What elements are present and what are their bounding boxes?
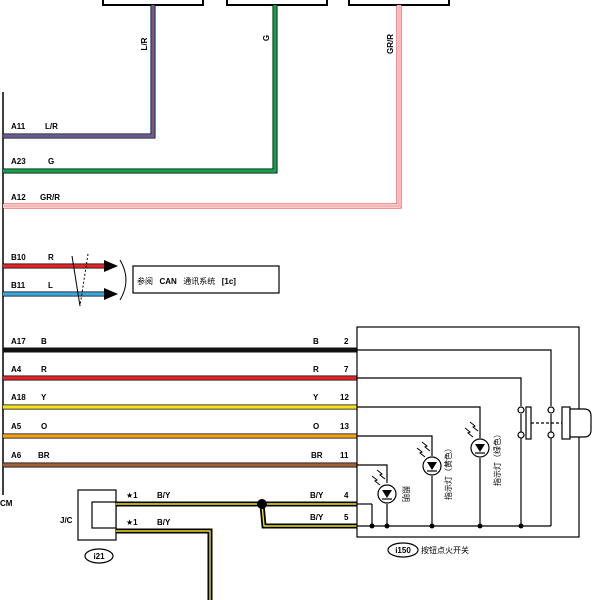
- jc-color-2: B/Y: [157, 518, 171, 527]
- wire-color-a4: R: [41, 365, 47, 374]
- ignition-switch-box: [356, 326, 580, 538]
- twisted-pair-dash: [79, 253, 89, 307]
- twisted-pair-mark: [71, 255, 81, 307]
- switch-connector-badge: [387, 542, 419, 558]
- pin-label-b10: B10: [11, 253, 26, 262]
- wire-color-a6: BR: [38, 451, 50, 460]
- top-wire-label-1: L/R: [140, 37, 149, 50]
- wire-g: [3, 5, 278, 174]
- sw-color-13: O: [313, 422, 319, 431]
- junction-label: J/C: [60, 516, 73, 525]
- sw-color-4: B/Y: [310, 491, 324, 500]
- wire-color-a12: GR/R: [40, 193, 60, 202]
- wire-color-a11: L/R: [45, 122, 58, 131]
- switch-connector-id: i150: [395, 546, 411, 555]
- lamp-label-green: 指示灯（绿色）: [492, 430, 502, 486]
- can-brace: [119, 259, 127, 301]
- sw-pin-13: 13: [340, 422, 349, 431]
- sw-pin-5: 5: [344, 513, 349, 522]
- sw-pin-7: 7: [344, 365, 349, 374]
- wire-b11-l: [3, 288, 118, 300]
- lamp-green-indicator-icon: [464, 421, 490, 458]
- wire-color-b11: L: [48, 281, 53, 290]
- pin-label-a23: A23: [11, 157, 26, 166]
- switch-contact-terminals: [517, 406, 555, 439]
- pin-label-a18: A18: [11, 393, 26, 402]
- wire-color-a17: B: [41, 337, 47, 346]
- sw-color-12: Y: [313, 393, 319, 402]
- wire-color-b10: R: [48, 253, 54, 262]
- sw-pin-12: 12: [340, 393, 349, 402]
- lamp-yellow-indicator-icon: [416, 441, 442, 476]
- sw-color-5: B/Y: [310, 513, 324, 522]
- wire-color-a18: Y: [41, 393, 47, 402]
- lamp-illumination-icon: [371, 469, 397, 504]
- jc-color-1: B/Y: [157, 491, 171, 500]
- pin-label-a5: A5: [11, 422, 22, 431]
- junction-connector-badge: [84, 548, 114, 564]
- wire-b10-r: [3, 260, 118, 272]
- switch-junction-dots: [369, 523, 524, 529]
- wire-b-y-lower: [116, 528, 213, 600]
- switch-name: 按钮点火开关: [421, 545, 469, 555]
- pin-label-a4: A4: [11, 365, 22, 374]
- can-reference-text: 参阅 CAN 通讯系统 [1c]: [137, 271, 236, 288]
- wire-color-a23: G: [48, 157, 54, 166]
- junction-connector-id: i21: [93, 552, 105, 561]
- jc-mark-2: ★1: [126, 518, 138, 527]
- can-reference-box: [132, 265, 280, 294]
- jc-mark-1: ★1: [126, 491, 138, 500]
- wire-gr-r: [3, 5, 402, 209]
- pin-label-a11: A11: [11, 122, 26, 131]
- lamp-label-yellow: 指示灯（黄色）: [443, 444, 453, 500]
- junction-connector: [77, 489, 117, 541]
- sw-pin-2: 2: [344, 337, 349, 346]
- pin-label-a6: A6: [11, 451, 22, 460]
- wire-b-y-to-pin5: [259, 503, 357, 529]
- top-wire-label-3: GR/R: [386, 34, 395, 54]
- push-button-icon: [525, 406, 592, 440]
- pin-label-a12: A12: [11, 193, 26, 202]
- sw-color-7: R: [313, 365, 319, 374]
- lamp-label-illumination: 照明: [401, 486, 410, 502]
- sw-color-11: BR: [311, 451, 323, 460]
- pin-label-a17: A17: [11, 337, 26, 346]
- ecm-label: CM: [0, 499, 13, 508]
- wire-l-r: [3, 5, 156, 139]
- sw-pin-11: 11: [340, 451, 349, 460]
- sw-pin-4: 4: [344, 491, 349, 500]
- pin-label-b11: B11: [11, 281, 26, 290]
- top-connector-boxes: [102, 0, 450, 6]
- sw-color-2: B: [313, 337, 319, 346]
- splice-point: [257, 499, 267, 509]
- wire-color-a5: O: [41, 422, 47, 431]
- top-wire-label-2: G: [262, 35, 271, 41]
